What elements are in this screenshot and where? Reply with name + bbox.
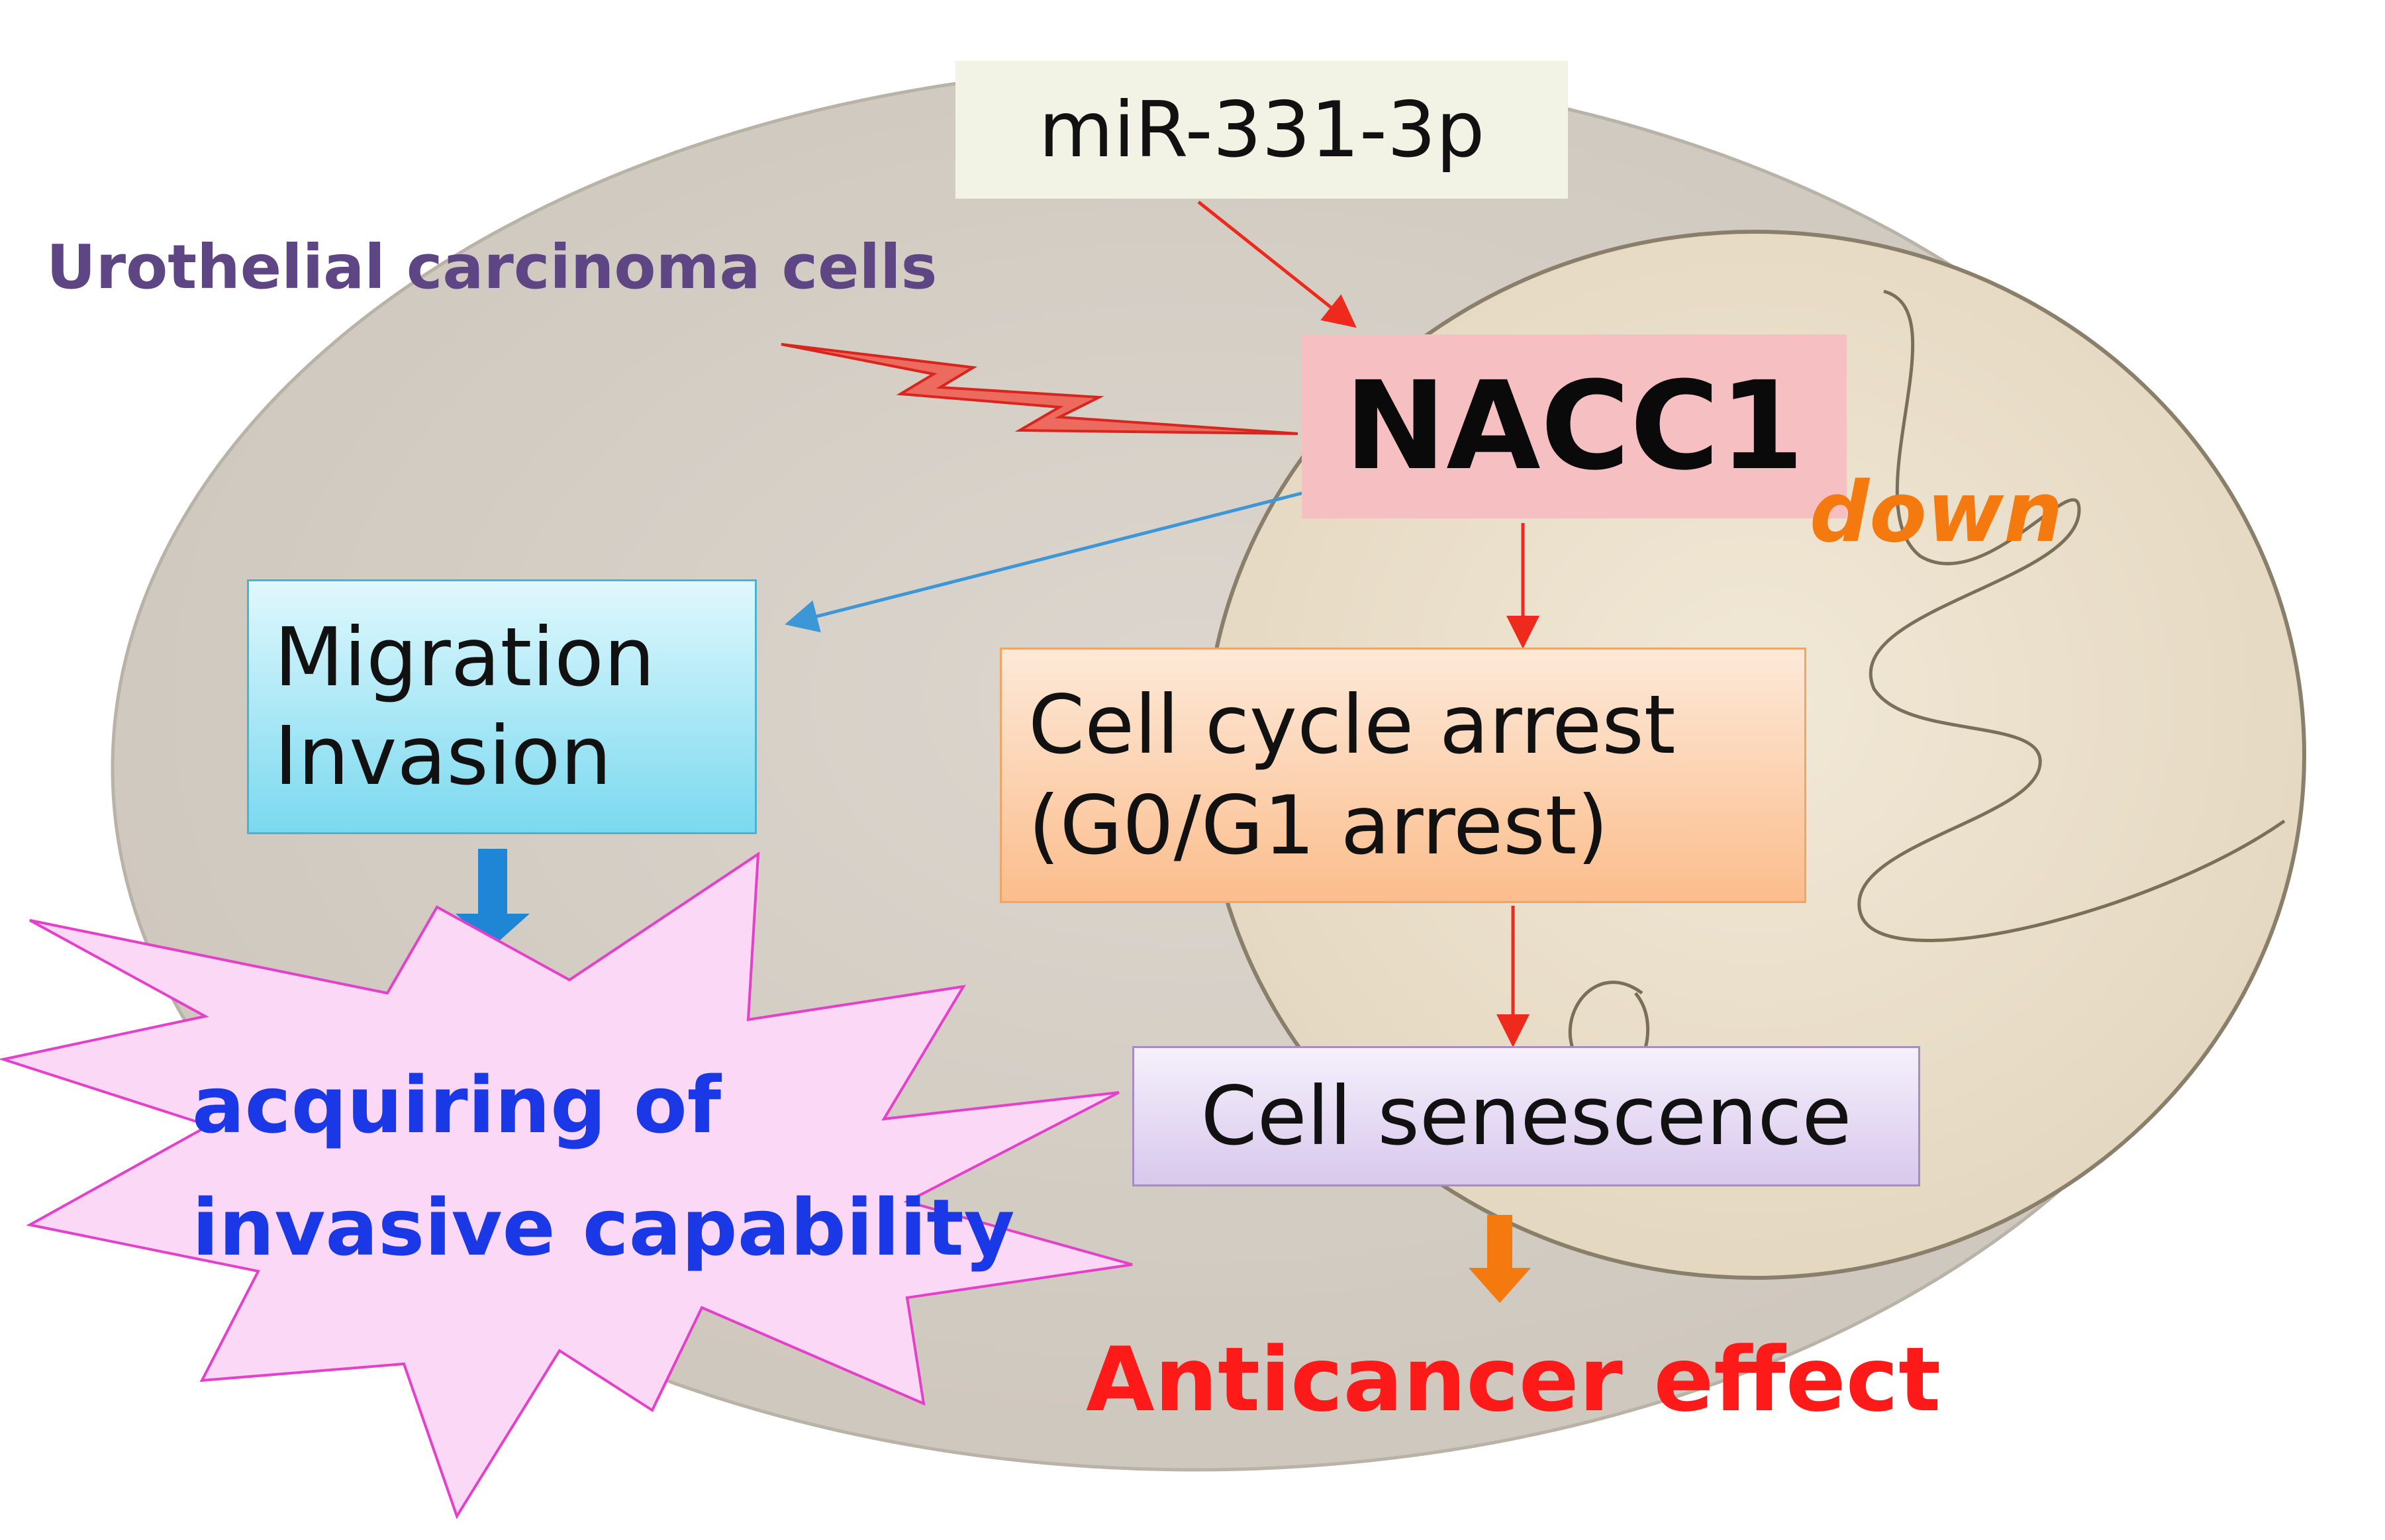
- lightning-bolt-icon: [781, 343, 1298, 435]
- invasion-label: Invasion: [274, 708, 612, 803]
- block-arrow-down-icon: [456, 849, 530, 947]
- cell-cycle-arrest-box: Cell cycle arrest (G0/G1 arrest): [1000, 648, 1806, 903]
- arrow-nacc1-to-migration: [785, 491, 1302, 633]
- downregulation-label: down: [1810, 463, 2063, 561]
- block-arrow-down-orange-icon: [1469, 1215, 1531, 1303]
- starburst-shape: [0, 851, 1133, 1519]
- cell-cycle-arrest-label: Cell cycle arrest: [1028, 677, 1676, 772]
- mirna-box: miR-331-3p: [955, 61, 1568, 199]
- g0g1-arrest-label: (G0/G1 arrest): [1028, 779, 1609, 873]
- target-gene-label: NACC1: [1344, 356, 1804, 497]
- mirna-label: miR-331-3p: [1038, 85, 1485, 175]
- migration-label: Migration: [274, 610, 656, 704]
- burst-text-line2: invasive capability: [192, 1182, 1015, 1273]
- cell-type-label: Urothelial carcinoma cells: [46, 232, 938, 303]
- target-gene-box: NACC1: [1302, 334, 1847, 518]
- migration-invasion-box: Migration Invasion: [247, 579, 757, 834]
- outcome-label: Anticancer effect: [1086, 1328, 1941, 1431]
- cell-senescence-box: Cell senescence: [1132, 1046, 1920, 1186]
- burst-text-line1: acquiring of: [192, 1059, 722, 1151]
- cell-senescence-label: Cell senescence: [1200, 1069, 1852, 1163]
- arrow-mir-to-nacc1: [1197, 201, 1357, 328]
